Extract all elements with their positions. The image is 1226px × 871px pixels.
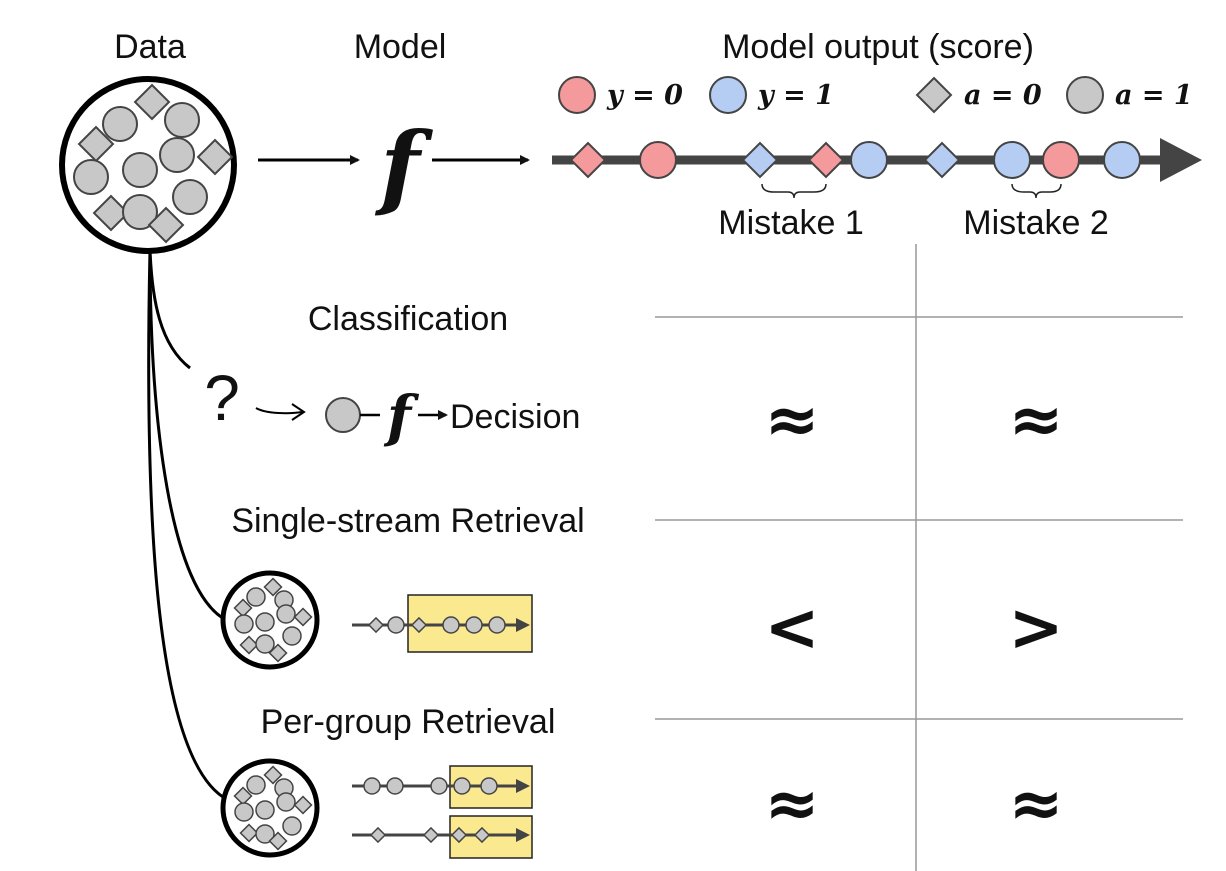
decision-label: Decision bbox=[450, 398, 580, 436]
cell-per-group-mistake-1: ≈ bbox=[764, 765, 819, 842]
per-group-pool-icon bbox=[220, 758, 320, 858]
cell-single-stream-mistake-2: > bbox=[1008, 589, 1063, 666]
mistake-1-label: Mistake 1 bbox=[718, 204, 864, 242]
per-group-ranking-a1 bbox=[352, 765, 533, 809]
data-label: Data bbox=[114, 28, 186, 66]
model-label: Model bbox=[354, 28, 447, 66]
output-label: Model output (score) bbox=[722, 28, 1034, 66]
mistake-2-label: Mistake 2 bbox=[963, 204, 1109, 242]
task-single-stream-title: Single-stream Retrieval bbox=[231, 502, 584, 540]
single-stream-ranking-icon bbox=[352, 594, 533, 653]
question-mark: ? bbox=[204, 362, 240, 434]
legend-a1: a = 1 bbox=[1115, 80, 1193, 111]
cell-classification-mistake-1: ≈ bbox=[764, 381, 819, 458]
per-group-ranking-a0 bbox=[352, 815, 533, 859]
task-per-group-title: Per-group Retrieval bbox=[261, 703, 556, 741]
task-classification-title: Classification bbox=[308, 300, 508, 338]
connector-curves bbox=[147, 249, 229, 802]
legend-a0: a = 0 bbox=[964, 80, 1042, 111]
single-sample-icon bbox=[325, 397, 361, 433]
cell-per-group-mistake-2: ≈ bbox=[1008, 765, 1063, 842]
legend-y0: y = 0 bbox=[606, 80, 683, 111]
classification-f-symbol: f bbox=[383, 384, 420, 450]
data-pool bbox=[59, 76, 237, 254]
legend: y = 0 y = 1 a = 0 a = 1 bbox=[558, 76, 1193, 114]
cell-classification-mistake-2: ≈ bbox=[1008, 381, 1063, 458]
cell-single-stream-mistake-1: < bbox=[764, 589, 819, 666]
model-f-symbol: f bbox=[374, 112, 433, 220]
legend-y1: y = 1 bbox=[757, 80, 834, 111]
results-grid bbox=[655, 244, 1183, 871]
score-axis bbox=[552, 138, 1202, 182]
single-stream-pool-icon bbox=[220, 570, 320, 670]
